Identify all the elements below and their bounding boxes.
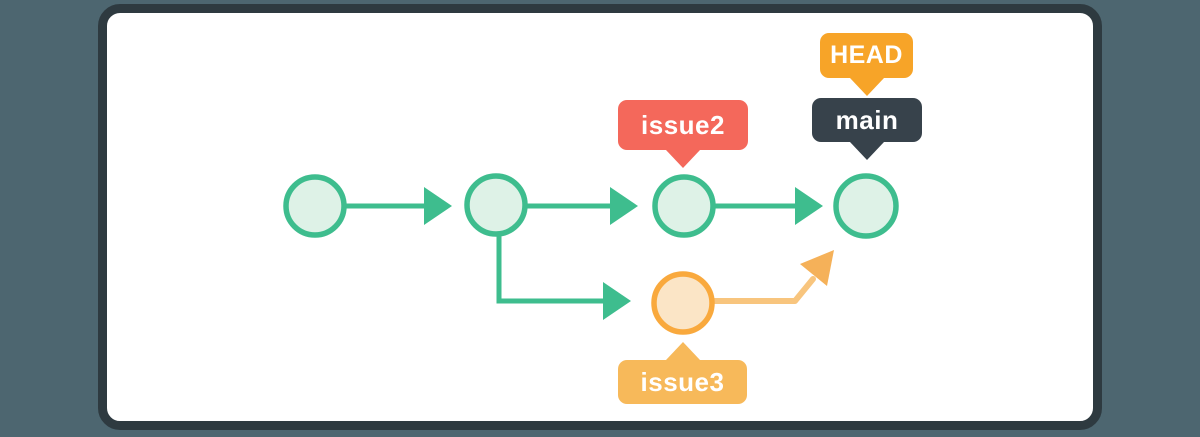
edge-commit5-merge-line — [711, 276, 816, 304]
arrowhead-right-icon — [610, 187, 638, 225]
commit-node-4 — [833, 173, 899, 239]
commit-node-2 — [464, 173, 528, 237]
main-branch-label: main — [835, 104, 899, 135]
commit-node-5 — [651, 271, 715, 335]
arrowhead-up-right-icon — [800, 250, 834, 286]
issue2-branch-badge: issue2 — [618, 100, 748, 168]
issue3-branch-label: issue3 — [640, 366, 725, 397]
head-badge-label: HEAD — [830, 41, 903, 69]
arrowhead-right-icon — [795, 187, 823, 225]
main-branch-badge: main — [812, 98, 922, 160]
arrowhead-right-icon — [603, 282, 631, 320]
edge-commit2-commit5-elbow — [496, 233, 606, 304]
issue2-branch-label: issue2 — [641, 109, 725, 140]
commit-node-3 — [652, 174, 716, 238]
head-badge: HEAD — [820, 33, 913, 96]
diagram-panel — [98, 4, 1102, 430]
issue3-branch-badge: issue3 — [618, 342, 747, 404]
commit-node-1 — [283, 174, 347, 238]
arrowhead-right-icon — [424, 187, 452, 225]
